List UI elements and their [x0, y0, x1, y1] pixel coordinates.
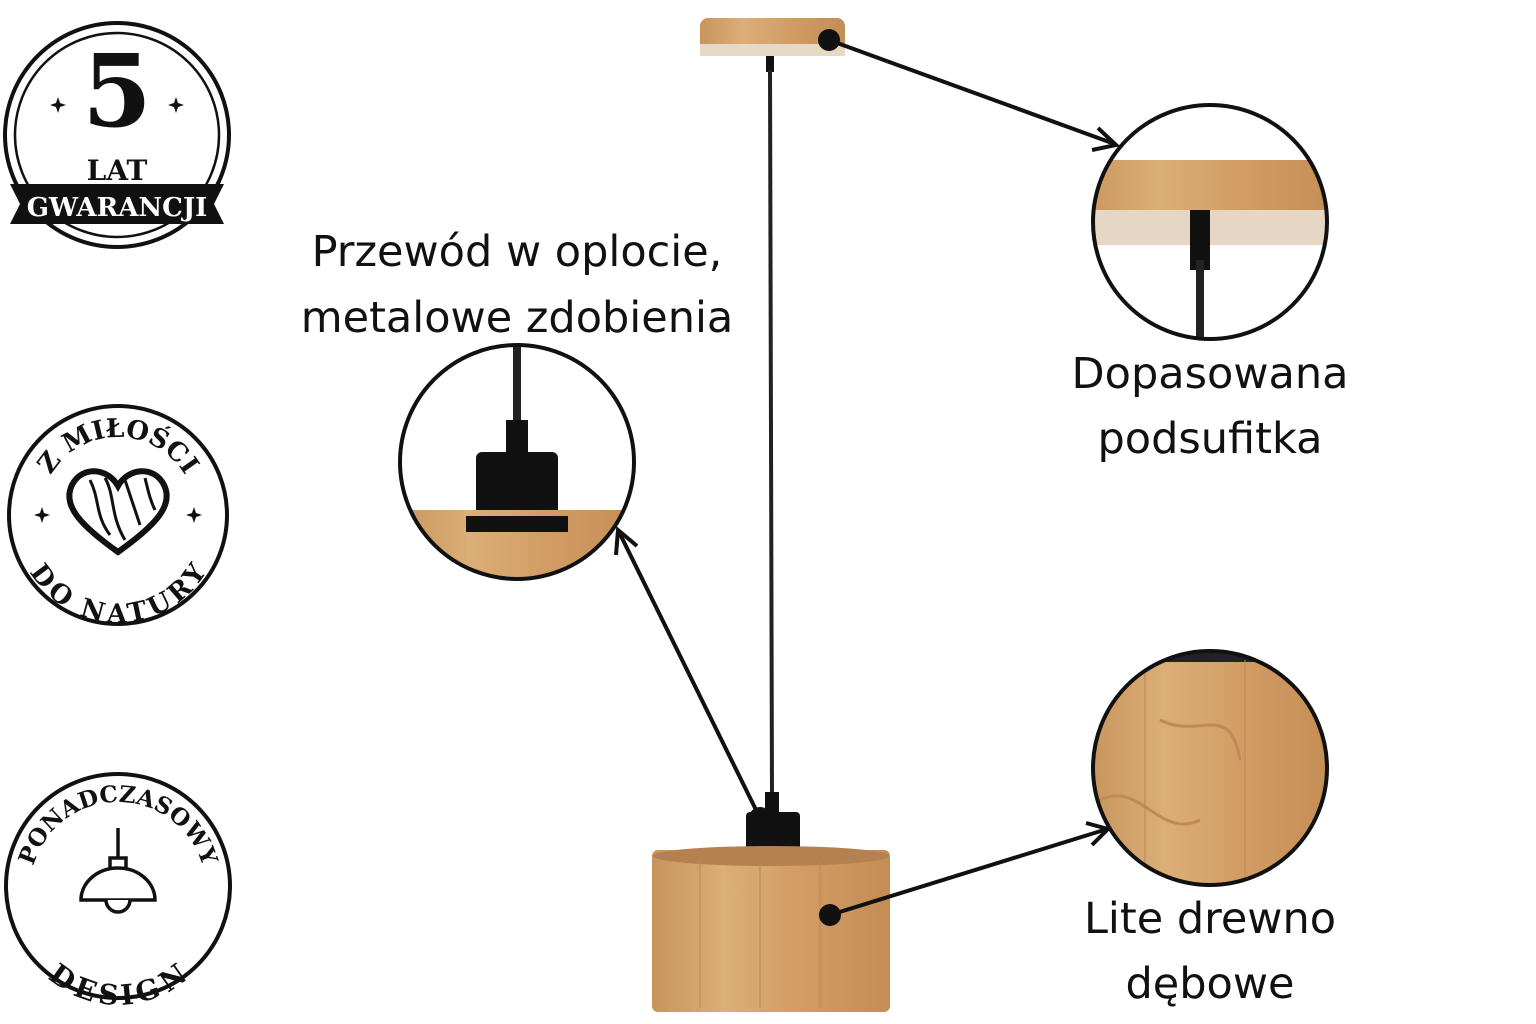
arrow-canopy [828, 38, 1113, 145]
star-icon [34, 507, 50, 523]
star-icon [168, 97, 184, 113]
warranty-lat: LAT [87, 154, 148, 187]
dot-marker [749, 807, 771, 829]
pendant-lamp-icon [79, 828, 157, 914]
canopy-caption-line1: Dopasowana [1072, 349, 1349, 399]
canopy-caption-line2: podsufitka [1098, 414, 1323, 464]
cable [768, 69, 774, 801]
design-bottom-textpath: DESIGN [43, 957, 193, 1012]
warranty-label: GWARANCJI [27, 193, 208, 223]
design-badge: PONADCZASOWY DESIGN [4, 772, 232, 1012]
wooden-shade [652, 850, 890, 1012]
arrows [614, 38, 1121, 917]
dot-marker [818, 29, 840, 51]
star-icon [186, 507, 202, 523]
warranty-badge: 5 LAT GWARANCJI [3, 21, 231, 249]
cable-caption-line1: Przewód w oplocie, [312, 227, 723, 277]
star-icon [50, 97, 66, 113]
warranty-number: 5 [82, 32, 152, 150]
nature-badge: Z MIŁOŚCI DO NATURY [7, 404, 229, 630]
arrow-socket [618, 533, 762, 819]
socket-detail [398, 343, 636, 581]
design-bottom-text: DESIGN [43, 957, 193, 1012]
ribbon [10, 184, 224, 224]
wood-detail [1091, 649, 1329, 887]
wood-caption-line2: dębowe [1126, 959, 1295, 1009]
nature-bottom-text: DO NATURY [24, 558, 213, 629]
canopy-detail [1091, 103, 1329, 341]
pendant-lamp [652, 18, 890, 1012]
wood-caption-line1: Lite drewno [1084, 894, 1336, 944]
nature-bottom-textpath: DO NATURY [24, 558, 213, 629]
cable-caption-line2: metalowe zdobienia [301, 293, 734, 343]
heart-icon [66, 468, 170, 556]
arrow-wood [829, 828, 1105, 917]
dot-marker [819, 904, 841, 926]
